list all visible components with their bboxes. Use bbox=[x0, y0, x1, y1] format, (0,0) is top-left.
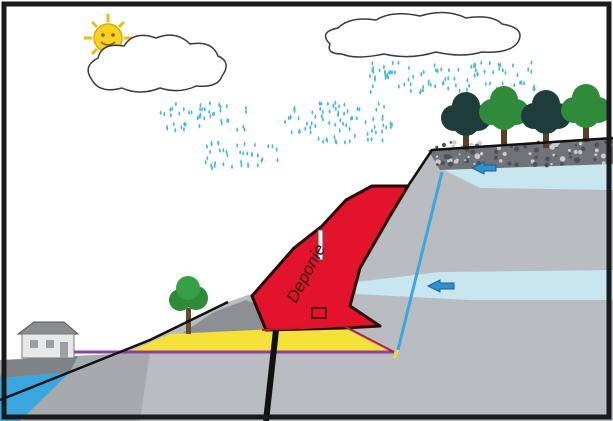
gravel-stone bbox=[436, 163, 439, 166]
gravel-stone bbox=[446, 155, 451, 160]
gravel-stone bbox=[529, 152, 532, 155]
gravel-stone bbox=[575, 144, 577, 146]
gravel-stone bbox=[578, 150, 582, 154]
gravel-stone bbox=[503, 152, 507, 156]
gravel-stone bbox=[436, 155, 438, 157]
gravel-stone bbox=[534, 156, 538, 160]
gravel-stone bbox=[470, 150, 475, 155]
gravel-stone bbox=[499, 159, 503, 163]
gravel-stone bbox=[576, 159, 579, 162]
gravel-stone bbox=[574, 150, 578, 154]
leachate-outlet bbox=[312, 308, 326, 318]
gravel-stone bbox=[544, 163, 548, 167]
gravel-stone bbox=[456, 158, 459, 161]
gravel-stone bbox=[514, 162, 519, 167]
gravel-stone bbox=[595, 148, 599, 152]
gravel-stone bbox=[579, 142, 583, 146]
gravel-stone bbox=[552, 154, 555, 157]
gravel-stone bbox=[534, 148, 539, 153]
gravel-stone bbox=[593, 158, 596, 161]
gravel-stone bbox=[473, 163, 475, 165]
gravel-stone bbox=[549, 144, 555, 150]
gravel-stone bbox=[480, 152, 483, 155]
gravel-stone bbox=[442, 143, 446, 147]
gravel-stone bbox=[532, 162, 537, 167]
gravel-stone bbox=[569, 156, 572, 159]
gravel-stone bbox=[594, 153, 597, 156]
gravel-stone bbox=[452, 140, 457, 145]
gravel-stone bbox=[494, 149, 498, 153]
gravel-stone bbox=[514, 146, 519, 151]
gravel-stone bbox=[494, 156, 498, 160]
gravel-stone bbox=[435, 146, 438, 149]
gravel-stone bbox=[450, 141, 453, 144]
gravel-stone bbox=[601, 153, 606, 158]
cloud-icon bbox=[326, 12, 521, 57]
gravel-stone bbox=[568, 149, 571, 152]
gravel-stone bbox=[560, 156, 566, 162]
gravel-stone bbox=[602, 161, 606, 165]
gravel-stone bbox=[441, 161, 445, 165]
house-icon bbox=[18, 322, 78, 358]
gravel-stone bbox=[569, 152, 572, 155]
gravel-stone bbox=[448, 162, 453, 167]
gravel-stone bbox=[545, 157, 550, 162]
gravel-stone bbox=[560, 162, 564, 166]
gravel-stone bbox=[550, 163, 552, 165]
gravel-stone bbox=[475, 153, 481, 159]
gravel-stone bbox=[464, 159, 466, 161]
gravel-stone bbox=[507, 162, 511, 166]
gravel-stone bbox=[595, 143, 600, 148]
gravel-stone bbox=[459, 153, 461, 155]
gravel-stone bbox=[467, 156, 469, 158]
